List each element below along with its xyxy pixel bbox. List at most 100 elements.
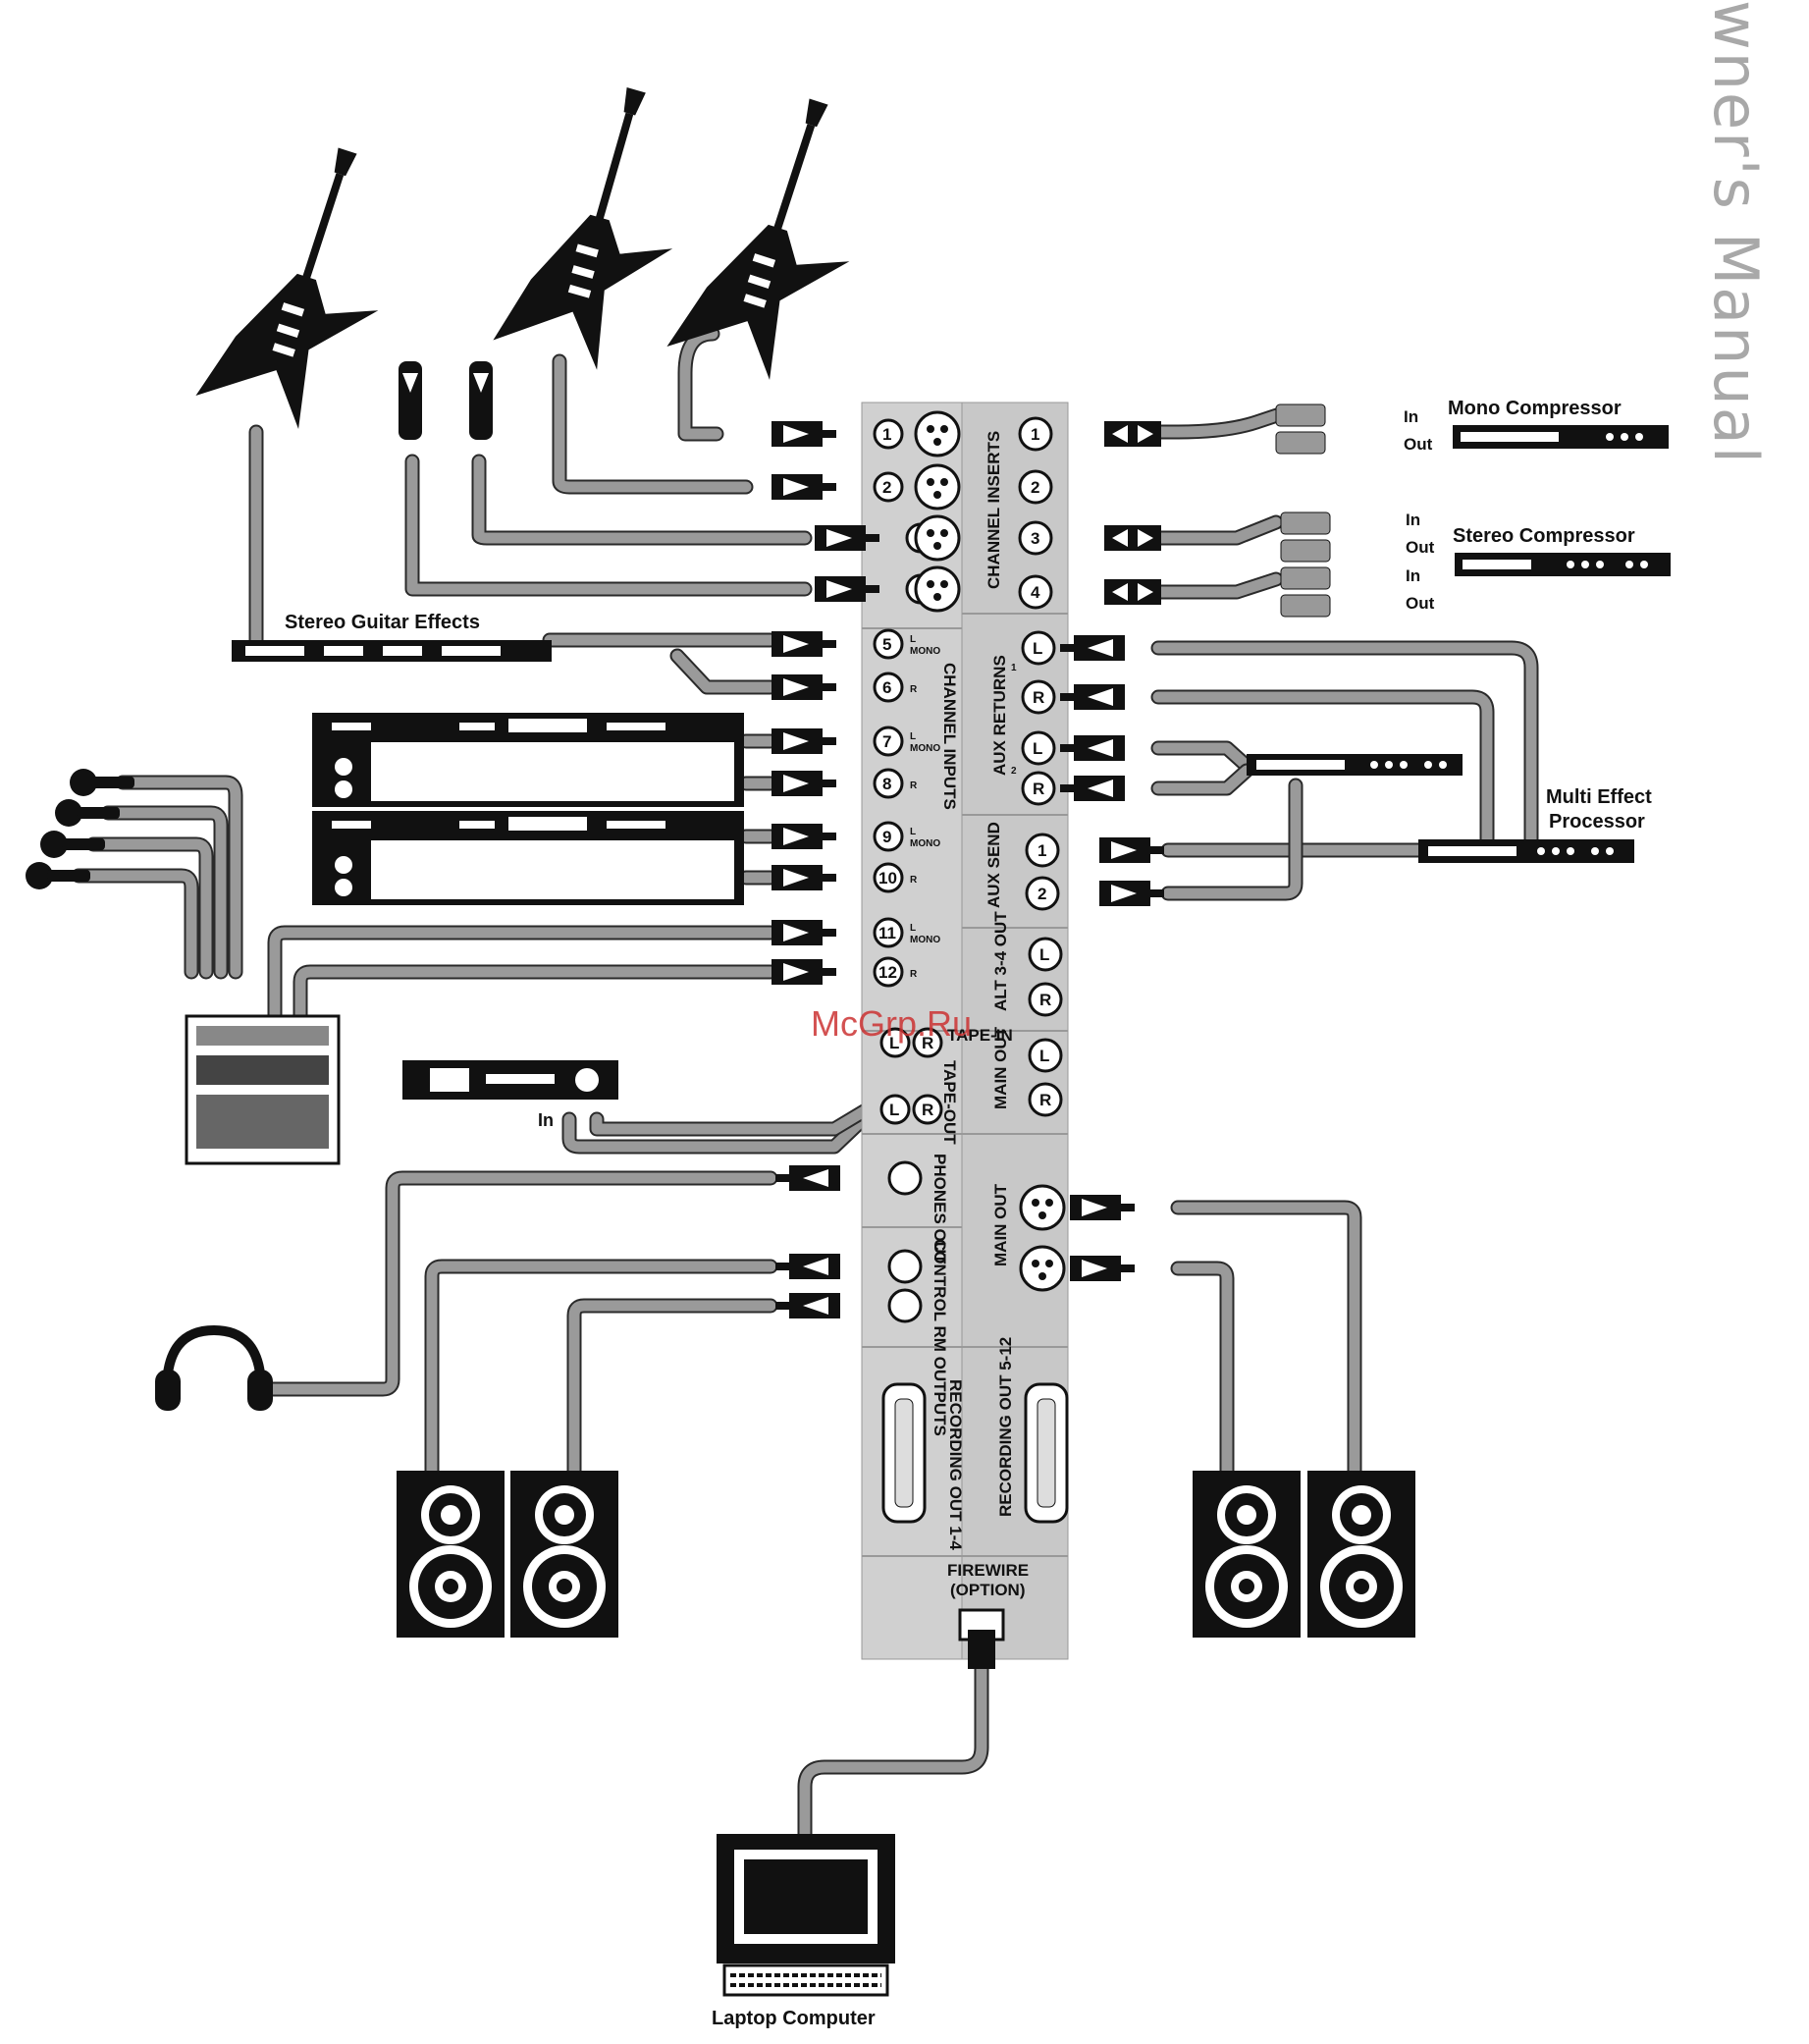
input-jack-7[interactable]: 7 L MONO [873,726,940,757]
svg-text:12: 12 [878,963,897,982]
alt-out-left[interactable]: L [1028,937,1063,972]
tape-deck-icon [402,1060,618,1100]
input-jack-11[interactable]: 11 L MONO [873,917,940,948]
svg-text:10: 10 [878,869,897,888]
keyboard-synth-icon [312,811,744,905]
svg-text:MONO: MONO [910,838,940,849]
mono-compressor-unit [1453,425,1669,449]
alt-34-out-jacks: L R [1028,937,1063,1017]
svg-text:1: 1 [882,425,891,444]
control-room-out-right[interactable] [887,1288,923,1323]
input-jack-8[interactable]: 8 R [873,768,918,799]
db25-recording-out-5-12[interactable] [1024,1382,1069,1524]
aux-send-1[interactable]: 1 [1025,833,1060,868]
svg-text:L: L [910,731,916,742]
label-stereo-in-2: In [1406,566,1420,585]
label-tape-deck-in: In [538,1110,554,1130]
label-aux-return-2: 2 [1011,766,1017,777]
xlr-input-4[interactable] [914,565,961,613]
svg-text:R: R [1033,780,1044,798]
insert-jack-1[interactable]: 1 [1018,416,1053,452]
tape-jacks: L R L R [879,1027,943,1125]
input-jack-9[interactable]: 9 L MONO [873,821,940,852]
svg-text:6: 6 [882,678,891,697]
svg-text:R: R [922,1034,933,1052]
input-jack-5[interactable]: 5 L MONO [873,628,940,660]
aux-send-2[interactable]: 2 [1025,876,1060,911]
input-jack-2[interactable]: 2 [873,471,904,503]
input-jack-12[interactable]: 12 R [873,956,918,988]
svg-text:7: 7 [882,732,891,751]
main-out-rca-right[interactable]: R [1028,1082,1063,1117]
svg-text:8: 8 [882,775,891,793]
microphone-icon [469,361,493,440]
svg-text:R: R [922,1101,933,1119]
watermark: McGrp.Ru [811,1003,973,1044]
label-aux-return-1: 1 [1011,663,1017,673]
svg-text:L: L [1039,1047,1049,1065]
multi-effect-processor-unit [1418,839,1634,863]
svg-text:2: 2 [882,478,891,497]
svg-text:R: R [910,875,918,886]
insert-jack-4[interactable]: 4 [1018,574,1053,610]
studio-monitor-speaker-icon [397,1471,505,1638]
input-jack-1[interactable]: 1 [873,418,904,450]
label-firewire: FIREWIRE [947,1561,1029,1580]
phones-out-jack[interactable] [887,1160,923,1196]
control-room-out-left[interactable] [887,1249,923,1284]
input-jack-6[interactable]: 6 R [873,672,918,703]
tape-in-right[interactable]: R [912,1027,943,1058]
stereo-guitar-effects-unit [232,640,552,662]
label-stereo-guitar-effects: Stereo Guitar Effects [285,612,480,633]
label-tape-out: TAPE-OUT [940,1060,959,1145]
main-out-xlr-left[interactable] [1019,1184,1066,1231]
microphone-icon [26,862,90,889]
label-phones-out: PHONES OUT [931,1154,949,1264]
alt-out-right[interactable]: R [1028,982,1063,1017]
insert-jack-3[interactable]: 3 [1018,520,1053,556]
svg-text:5: 5 [882,635,891,654]
aux-return-2-left[interactable]: L [1021,730,1056,766]
mixer-rear-panel: 1 2 3 4 [861,402,1069,1669]
label-laptop-computer: Laptop Computer [712,2008,876,2029]
db25-recording-out-1-4[interactable] [881,1382,927,1524]
microphone-icon [70,769,134,796]
studio-monitor-speaker-icon [510,1471,618,1638]
firewire-port[interactable] [958,1608,1005,1669]
label-control-rm-outputs: CONTROL RM OUTPUTS [931,1239,949,1436]
tape-out-right[interactable]: R [912,1094,943,1125]
svg-text:2: 2 [1038,885,1046,903]
label-main-out-xlr: MAIN OUT [991,1183,1010,1266]
svg-text:MONO: MONO [910,935,940,945]
svg-text:L: L [1033,639,1042,658]
xlr-input-2[interactable] [914,463,961,511]
xlr-input-1[interactable] [914,410,961,457]
main-out-rca-left[interactable]: L [1028,1038,1063,1073]
studio-monitor-speaker-icon [1193,1471,1301,1638]
label-channel-inputs: CHANNEL INPUTS [940,663,959,810]
aux-return-1-right[interactable]: R [1021,679,1056,715]
aux-return-1-left[interactable]: L [1021,630,1056,666]
input-jack-10[interactable]: 10 R [873,862,918,893]
aux-send-jacks: 1 2 [1025,833,1060,911]
tape-in-left[interactable]: L [879,1027,911,1058]
label-aux-returns: AUX RETURNS [990,655,1009,776]
svg-text:L: L [910,827,916,837]
tape-out-left[interactable]: L [879,1094,911,1125]
svg-text:L: L [889,1101,899,1119]
main-out-rca-jacks: L R [1028,1038,1063,1117]
microphone-icon [40,831,105,858]
xlr-input-3[interactable] [914,514,961,562]
manual-header: wner's Manual [1700,0,1772,465]
stage-microphones [26,769,243,980]
insert-jack-2[interactable]: 2 [1018,469,1053,505]
svg-text:2: 2 [1031,478,1039,497]
label-mono-in: In [1404,407,1418,426]
label-stereo-in-1: In [1406,511,1420,529]
main-out-xlr-right[interactable] [1019,1245,1066,1292]
aux-return-2-right[interactable]: R [1021,771,1056,806]
label-stereo-compressor: Stereo Compressor [1453,525,1635,547]
svg-text:L: L [889,1034,899,1052]
svg-text:L: L [1039,945,1049,964]
